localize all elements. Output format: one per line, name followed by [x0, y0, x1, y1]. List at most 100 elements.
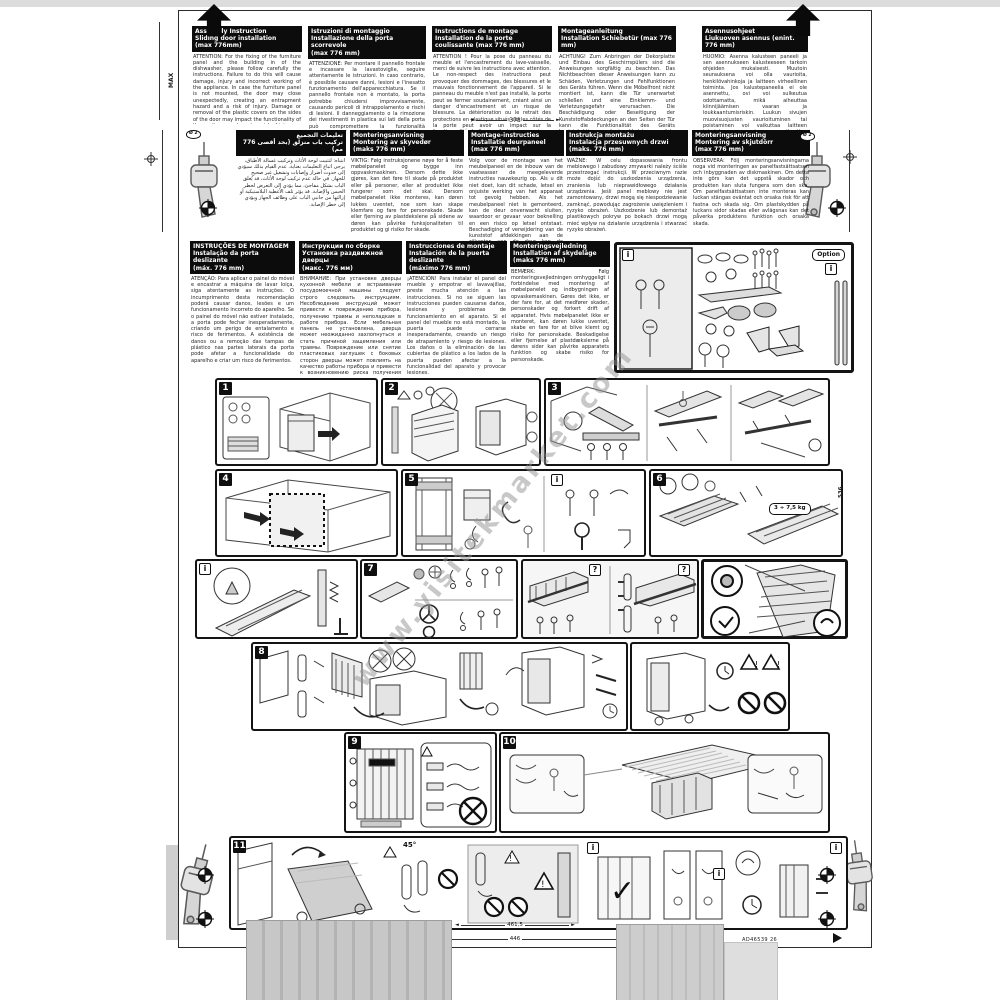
step-5-illustration	[404, 472, 645, 556]
section-polish: Instrukcja montażu Instalacja przesuwnyc…	[566, 130, 688, 240]
drill-diameter-label-left: Ø 2	[186, 130, 201, 139]
top-width-value: 378	[509, 117, 521, 124]
step-7-illustration	[363, 562, 517, 638]
section-german-title: Montageanleitung Installation Schiebetür…	[558, 26, 676, 52]
info-panel-illustration	[198, 562, 357, 638]
step-number-badge: 10	[503, 736, 516, 749]
section-german: Montageanleitung Installation Schiebetür…	[558, 26, 676, 130]
crosshair-icon-left	[144, 152, 158, 166]
section-french: Instructions de montage Installation de …	[432, 26, 552, 130]
svg-text:!: !	[777, 660, 780, 669]
top-width-dimension: ◄ 378 ►	[470, 117, 560, 124]
section-norwegian: Monteringsanvisning Montering av skyvedø…	[350, 130, 464, 240]
section-arabic-body: انتباه: لتثبيت لوحة الأثاث وتركيب غسالة …	[237, 157, 345, 208]
tilt-warning-panel: !!	[630, 642, 790, 731]
section-dutch-title: Montage-instructies Installatie deurpane…	[468, 130, 564, 156]
dim-arrow-right: ►	[556, 117, 561, 123]
registration-target-icon	[818, 910, 836, 928]
step-number-badge: 5	[405, 473, 418, 486]
step-9-panel: 9	[344, 732, 497, 833]
step-number-badge: 4	[219, 473, 232, 486]
step-number-badge: 8	[255, 646, 268, 659]
section-italian: Istruzioni di montaggio Installazione de…	[308, 26, 426, 131]
section-english-title: Assembly Instruction Sliding door instal…	[192, 26, 302, 52]
section-english-body: ATTENTION: For the fixing of the furnitu…	[193, 53, 301, 124]
registration-target-icon	[199, 199, 217, 217]
section-spanish-title: Instrucciones de montaje Instalación de …	[406, 241, 507, 274]
info-icon: i	[551, 474, 563, 486]
crosshair-icon-right	[843, 150, 857, 164]
step-3-illustration	[547, 381, 829, 465]
registration-target-icon	[196, 910, 214, 928]
bottom-width-value-2: 446	[509, 936, 521, 942]
section-arabic: تعليمات التجميع تركيب باب منزلق (بحد أقص…	[236, 130, 346, 242]
step-6-panel: 6 3 ÷ 7,5 kg	[649, 469, 843, 557]
parts-illustration	[619, 247, 851, 370]
step-number-badge: 7	[364, 563, 377, 576]
section-danish: Monteringsvejledning Installation af sky…	[510, 241, 610, 371]
step-1-panel: 1	[215, 378, 378, 466]
section-polish-title: Instrukcja montażu Instalacja przesuwnyc…	[566, 130, 688, 156]
door-angle-label: 45°	[403, 841, 417, 849]
step-8-panel: 8	[251, 642, 628, 731]
left-dim-line-mid	[162, 130, 163, 232]
step-number-badge: 11	[233, 840, 246, 853]
section-finnish-body: HUOMIO: Asenna kalusteen paneeli ja sen …	[703, 53, 807, 130]
step-4-panel: 4	[215, 469, 398, 557]
step-11-panel: 11 45° i i i ! ! ✓	[229, 836, 848, 930]
section-finnish: Asennusohjeet Liukuoven asennus (enint. …	[702, 26, 808, 130]
section-arabic-title: تعليمات التجميع تركيب باب منزلق (بحد أقص…	[236, 130, 346, 156]
door-template-flap-left	[246, 920, 452, 1000]
max-side-label: MAX	[168, 72, 175, 88]
option-label: Option	[812, 249, 845, 261]
section-portuguese-body: ATENÇÃO: Para aplicar o painel do móvel …	[191, 275, 294, 364]
photo-edge-left	[166, 845, 178, 940]
section-dutch: Montage-instructies Installatie deurpane…	[468, 130, 564, 242]
section-english: Assembly Instruction Sliding door instal…	[192, 26, 302, 124]
svg-text:!: !	[755, 660, 758, 669]
panel-hook-detail-illustration	[705, 563, 846, 637]
section-norwegian-title: Monteringsanvisning Montering av skyvedø…	[350, 130, 464, 156]
section-spanish-body: ¡ATENCIÓN! Para instalar el panel del mu…	[407, 275, 506, 377]
step-1-illustration	[218, 381, 377, 465]
section-russian-title: Инструкции по сборке Установка раздвижно…	[299, 241, 402, 274]
section-swedish-body: OBSERVERA: Följ monteringsanvisningarna …	[693, 157, 809, 227]
section-finnish-title: Asennusohjeet Liukuoven asennus (enint. …	[702, 26, 808, 52]
right-dim-line	[849, 130, 850, 232]
step-number-badge: 6	[653, 473, 666, 486]
step-8-illustration	[254, 645, 627, 730]
dim-arrow-left: ◄	[455, 921, 459, 928]
panel-weight-label: 3 ÷ 7,5 kg	[769, 503, 811, 515]
step-number-badge: 9	[348, 736, 361, 749]
info-icon: i	[622, 249, 634, 261]
drill-diameter-label-right: Ø 2	[800, 132, 815, 141]
section-swedish: Monteringsanvisning Montering av skjutdö…	[692, 130, 810, 240]
section-norwegian-body: VIKTIG: Følg instruksjonene nøye for å f…	[351, 157, 463, 233]
question-icon: ?	[678, 564, 690, 576]
alternative-mounting-illustration	[524, 562, 698, 638]
section-french-title: Instructions de montage Installation de …	[432, 26, 552, 52]
drill-icon-bottom-left	[162, 838, 229, 938]
step-number-badge: 1	[219, 382, 232, 395]
footer-arrow-icon	[833, 933, 842, 943]
section-portuguese: INSTRUÇÕES DE MONTAGEM Instalação da por…	[190, 241, 295, 378]
step-9-illustration	[347, 735, 496, 832]
step-5-panel: 5 i	[401, 469, 646, 557]
info-icon: i	[830, 842, 842, 854]
svg-text:✓: ✓	[610, 874, 635, 909]
step-2-panel: 2	[381, 378, 541, 466]
section-italian-body: ATTENZIONE: Per montare il pannello fron…	[309, 60, 425, 131]
side-dimension-label: 536	[838, 486, 844, 498]
section-swedish-title: Monteringsanvisning Montering av skjutdö…	[692, 130, 810, 156]
tilt-warning-illustration: !!	[633, 645, 789, 730]
step-11-illustration: ! ! ✓	[232, 839, 847, 929]
step-4-illustration	[218, 472, 397, 556]
door-template-flap-right	[616, 924, 724, 1000]
hardware-parts-box: i Option i	[614, 242, 854, 373]
section-russian-body: ВНИМАНИЕ: При установке дверцы кухонной …	[300, 275, 401, 378]
info-panel-plinth: i	[195, 559, 358, 639]
step-6-illustration	[652, 472, 842, 556]
svg-text:!: !	[509, 854, 512, 863]
registration-target-icon	[196, 866, 214, 884]
